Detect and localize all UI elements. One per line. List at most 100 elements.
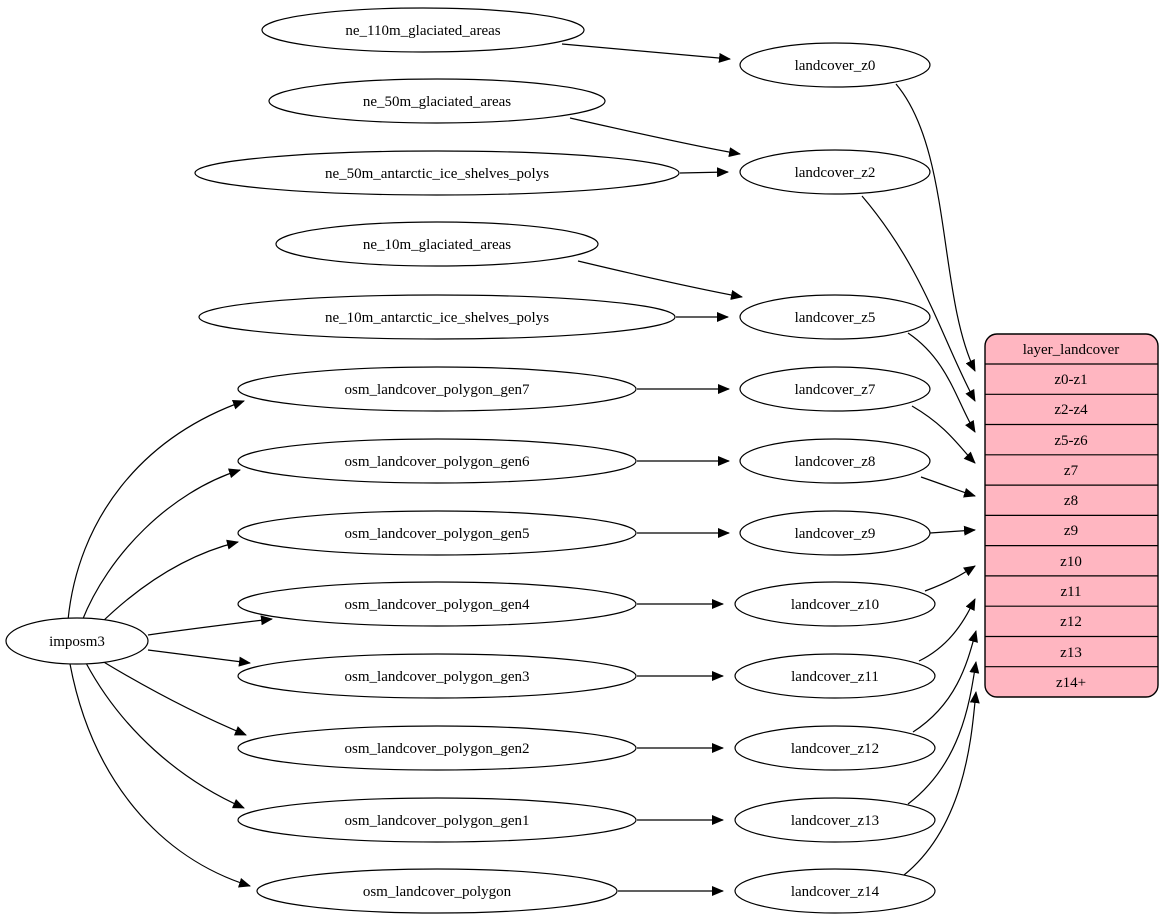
node-label: osm_landcover_polygon_gen6 (345, 454, 530, 470)
node-label: imposm3 (49, 634, 105, 650)
edge-landcover-z2-to-row-z2-z4 (861, 195, 976, 402)
edge-imposm3-to-osm-landcover-polygon (69, 663, 251, 888)
edge-imposm3-to-gen4 (147, 615, 273, 636)
node-ellipse (5, 617, 149, 665)
node-imposm3: imposm3 (5, 617, 149, 665)
node-osm-landcover-polygon-gen1: osm_landcover_polygon_gen1 (237, 797, 637, 843)
edge-imposm3-to-gen1 (85, 662, 245, 809)
node-ellipse (734, 581, 936, 627)
node-ellipse (739, 510, 931, 556)
node-ellipse (734, 725, 936, 771)
node-label: landcover_z7 (795, 382, 876, 398)
node-landcover-z2: landcover_z2 (739, 149, 931, 195)
edge-imposm3-to-gen3 (147, 649, 251, 667)
node-landcover-z12: landcover_z12 (734, 725, 936, 771)
node-ne-110m-glaciated-areas: ne_110m_glaciated_areas (261, 7, 585, 53)
node-label: landcover_z10 (791, 597, 879, 613)
node-landcover-z14: landcover_z14 (734, 868, 936, 914)
node-label: ne_50m_glaciated_areas (363, 94, 511, 110)
edge-imposm3-to-gen2 (101, 660, 247, 736)
node-osm-landcover-polygon: osm_landcover_polygon (256, 868, 618, 914)
edge-landcover-z9-to-row-z9 (929, 525, 976, 536)
node-osm-landcover-polygon-gen3: osm_landcover_polygon_gen3 (237, 653, 637, 699)
node-label: landcover_z11 (791, 669, 879, 685)
node-landcover-z8: landcover_z8 (739, 438, 931, 484)
node-ellipse (261, 7, 585, 53)
node-label: landcover_z14 (791, 884, 880, 900)
node-ellipse (739, 149, 931, 195)
edge-imposm3-to-gen7 (67, 399, 245, 621)
node-landcover-z7: landcover_z7 (739, 366, 931, 412)
node-ellipse (237, 510, 637, 556)
table-row-z9: z9 (1064, 523, 1078, 539)
node-osm-landcover-polygon-gen7: osm_landcover_polygon_gen7 (237, 366, 637, 412)
node-ellipse (739, 366, 931, 412)
node-label: osm_landcover_polygon_gen3 (345, 669, 530, 685)
node-ellipse (198, 294, 676, 340)
edge-landcover-z7-to-row-z7 (911, 405, 976, 464)
node-label: landcover_z13 (791, 813, 879, 829)
node-label: osm_landcover_polygon_gen2 (345, 741, 530, 757)
table-row-z2-z4: z2-z4 (1054, 402, 1088, 418)
node-osm-landcover-polygon-gen2: osm_landcover_polygon_gen2 (237, 725, 637, 771)
node-label: landcover_z2 (795, 165, 876, 181)
node-landcover-z13: landcover_z13 (734, 797, 936, 843)
edge-landcover-z10-to-row-z10 (924, 565, 976, 592)
node-label: ne_110m_glaciated_areas (345, 23, 500, 39)
node-ellipse (237, 581, 637, 627)
node-osm-landcover-polygon-gen4: osm_landcover_polygon_gen4 (237, 581, 637, 627)
node-ellipse (237, 438, 637, 484)
node-label: osm_landcover_polygon_gen4 (345, 597, 530, 613)
node-landcover-z0: landcover_z0 (739, 42, 931, 88)
node-ellipse (256, 868, 618, 914)
edge-landcover-z8-to-row-z8 (920, 476, 976, 498)
node-landcover-z10: landcover_z10 (734, 581, 936, 627)
node-label: osm_landcover_polygon_gen1 (345, 813, 530, 829)
node-label: ne_50m_antarctic_ice_shelves_polys (325, 166, 549, 182)
node-label: landcover_z0 (795, 58, 876, 74)
node-ellipse (194, 150, 680, 196)
table-row-z14plus: z14+ (1056, 675, 1086, 691)
table-title: layer_landcover (1023, 342, 1120, 358)
node-label: osm_landcover_polygon_gen5 (345, 526, 530, 542)
node-label: landcover_z12 (791, 741, 879, 757)
node-osm-landcover-polygon-gen6: osm_landcover_polygon_gen6 (237, 438, 637, 484)
layer-landcover-table: layer_landcover z0-z1 z2-z4 z5-z6 z7 z8 … (984, 333, 1159, 698)
edge-ne110m-glaciated-to-landcover-z0 (561, 43, 731, 63)
node-label: osm_landcover_polygon (363, 884, 512, 900)
edge-group (67, 43, 980, 896)
edge-ne50m-glaciated-to-landcover-z2 (569, 117, 741, 158)
edge-landcover-z12-to-row-z12 (912, 630, 978, 733)
edge-landcover-z13-to-row-z13 (907, 661, 980, 805)
edge-landcover-z5-to-row-z5-z6 (907, 332, 976, 433)
node-ellipse (734, 653, 936, 699)
table-row-z12: z12 (1060, 614, 1082, 630)
node-label: osm_landcover_polygon_gen7 (345, 382, 530, 398)
node-landcover-z11: landcover_z11 (734, 653, 936, 699)
node-label: ne_10m_antarctic_ice_shelves_polys (325, 310, 549, 326)
node-ne-10m-glaciated-areas: ne_10m_glaciated_areas (275, 221, 599, 267)
node-label: landcover_z8 (795, 454, 876, 470)
edge-landcover-z11-to-row-z11 (918, 598, 976, 662)
node-label: ne_10m_glaciated_areas (363, 237, 511, 253)
node-landcover-z9: landcover_z9 (739, 510, 931, 556)
node-ne-10m-antarctic-ice-shelves-polys: ne_10m_antarctic_ice_shelves_polys (198, 294, 676, 340)
node-ellipse (734, 797, 936, 843)
node-osm-landcover-polygon-gen5: osm_landcover_polygon_gen5 (237, 510, 637, 556)
node-ellipse (275, 221, 599, 267)
table-row-z11: z11 (1060, 584, 1081, 600)
edge-imposm3-to-gen6 (81, 468, 241, 622)
node-ellipse (268, 78, 606, 124)
node-ellipse (739, 42, 931, 88)
node-ellipse (237, 725, 637, 771)
edge-ne50m-antarctic-to-landcover-z2 (679, 167, 729, 178)
edge-landcover-z14-to-row-z14plus (903, 691, 980, 876)
edge-landcover-z0-to-row-z0-z1 (895, 83, 976, 372)
node-ellipse (739, 294, 931, 340)
node-label: landcover_z9 (795, 526, 876, 542)
node-ellipse (734, 868, 936, 914)
edge-imposm3-to-gen5 (99, 539, 239, 625)
table-row-z8: z8 (1064, 493, 1078, 509)
